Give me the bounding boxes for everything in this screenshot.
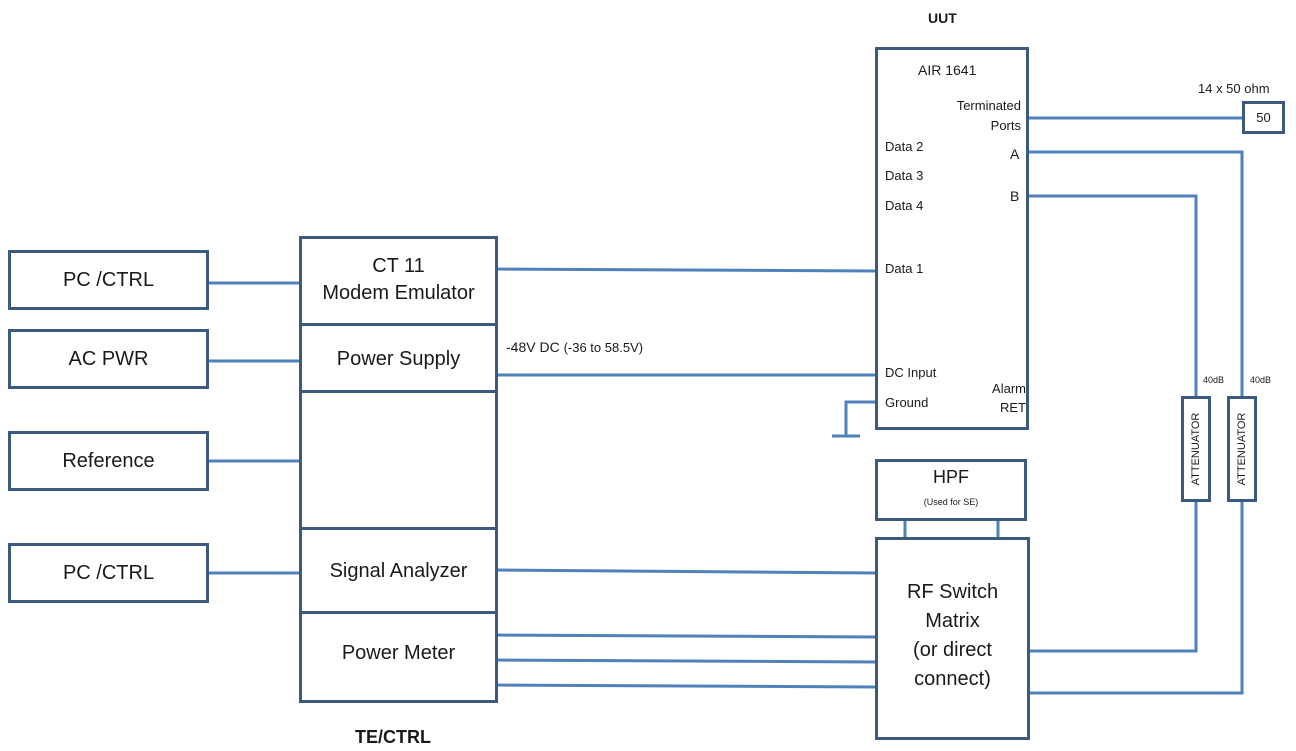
- ac-pwr-box: AC PWR: [8, 329, 209, 389]
- reference-box: Reference: [8, 431, 209, 491]
- pc-ctrl-bottom-box: PC /CTRL: [8, 543, 209, 603]
- line-power-meter-1: [495, 633, 877, 639]
- ct11-line1: CT 11: [372, 255, 425, 277]
- data4-label: Data 4: [885, 198, 924, 213]
- stack-divider-2: [299, 390, 498, 393]
- terminated-line2: Ports: [990, 118, 1021, 133]
- stack-divider-4: [299, 611, 498, 614]
- attenuator-right-db: 40dB: [1250, 375, 1272, 385]
- line-signal-analyzer: [495, 568, 877, 575]
- port-a-label: A: [1010, 146, 1020, 162]
- data3-label: Data 3: [885, 168, 924, 183]
- termination-label: 14 x 50 ohm: [1198, 81, 1270, 96]
- signal-analyzer-label: Signal Analyzer: [329, 560, 468, 582]
- line-data1: [495, 267, 877, 273]
- terminated-ports-label: Terminated Ports: [957, 96, 1021, 136]
- uut-header: UUT: [928, 10, 957, 26]
- terminated-line1: Terminated: [956, 98, 1021, 113]
- line-port-a: [1028, 150, 1244, 398]
- alarm-line2: RET: [1000, 400, 1026, 415]
- hpf-note: (Used for SE): [923, 497, 979, 507]
- attenuator-right-label: ATTENUATOR: [1236, 412, 1248, 486]
- line-power-meter-2: [495, 658, 877, 664]
- rf-switch-box: [875, 537, 1030, 740]
- attenuator-left-box: [1181, 396, 1211, 502]
- hpf-box: [875, 459, 1027, 521]
- line-power-meter-3: [495, 683, 877, 689]
- ground-label: Ground: [885, 395, 929, 410]
- uut-title: AIR 1641: [918, 62, 977, 78]
- attenuator-left-label: ATTENUATOR: [1190, 412, 1202, 486]
- rf-switch-label: RF Switch Matrix (or direct connect): [878, 578, 1027, 694]
- line-port-b-return: [1028, 500, 1198, 653]
- power-supply-label: Power Supply: [336, 348, 461, 370]
- ground-wire: [844, 400, 876, 435]
- alarm-line1: Alarm: [992, 381, 1026, 396]
- rf-switch-line2: Matrix: [925, 610, 980, 632]
- ct11-line2: Modem Emulator: [322, 282, 475, 304]
- line-port-a-return: [1028, 500, 1244, 695]
- attenuator-left-db: 40dB: [1203, 375, 1225, 385]
- te-ctrl-footer: TE/CTRL: [355, 727, 431, 747]
- rf-switch-line3: (or direct: [913, 639, 992, 661]
- pc-ctrl-top-box: PC /CTRL: [8, 250, 209, 310]
- rf-switch-line1: RF Switch: [906, 581, 999, 603]
- port-b-label: B: [1010, 188, 1020, 204]
- dc-voltage-range: (-36 to 58.5V): [563, 340, 644, 355]
- te-ctrl-stack: [299, 236, 498, 703]
- ct11-label: CT 11 Modem Emulator: [302, 253, 495, 307]
- dc-voltage-label: -48V DC (-36 to 58.5V): [506, 339, 643, 355]
- dc-input-label: DC Input: [885, 365, 937, 380]
- stack-divider-1: [299, 323, 498, 326]
- data2-label: Data 2: [885, 139, 924, 154]
- termination-box: 50: [1242, 101, 1285, 134]
- uut-box: [875, 47, 1029, 430]
- stack-divider-3: [299, 527, 498, 530]
- alarm-ret-label: Alarm RET: [992, 379, 1026, 417]
- attenuator-right-box: [1227, 396, 1257, 502]
- hpf-title: HPF: [933, 467, 969, 487]
- rf-switch-line4: connect): [914, 668, 991, 690]
- line-port-b: [1028, 194, 1198, 398]
- data1-label: Data 1: [885, 261, 924, 276]
- dc-voltage-main: -48V DC: [506, 339, 564, 355]
- power-meter-label: Power Meter: [341, 642, 456, 664]
